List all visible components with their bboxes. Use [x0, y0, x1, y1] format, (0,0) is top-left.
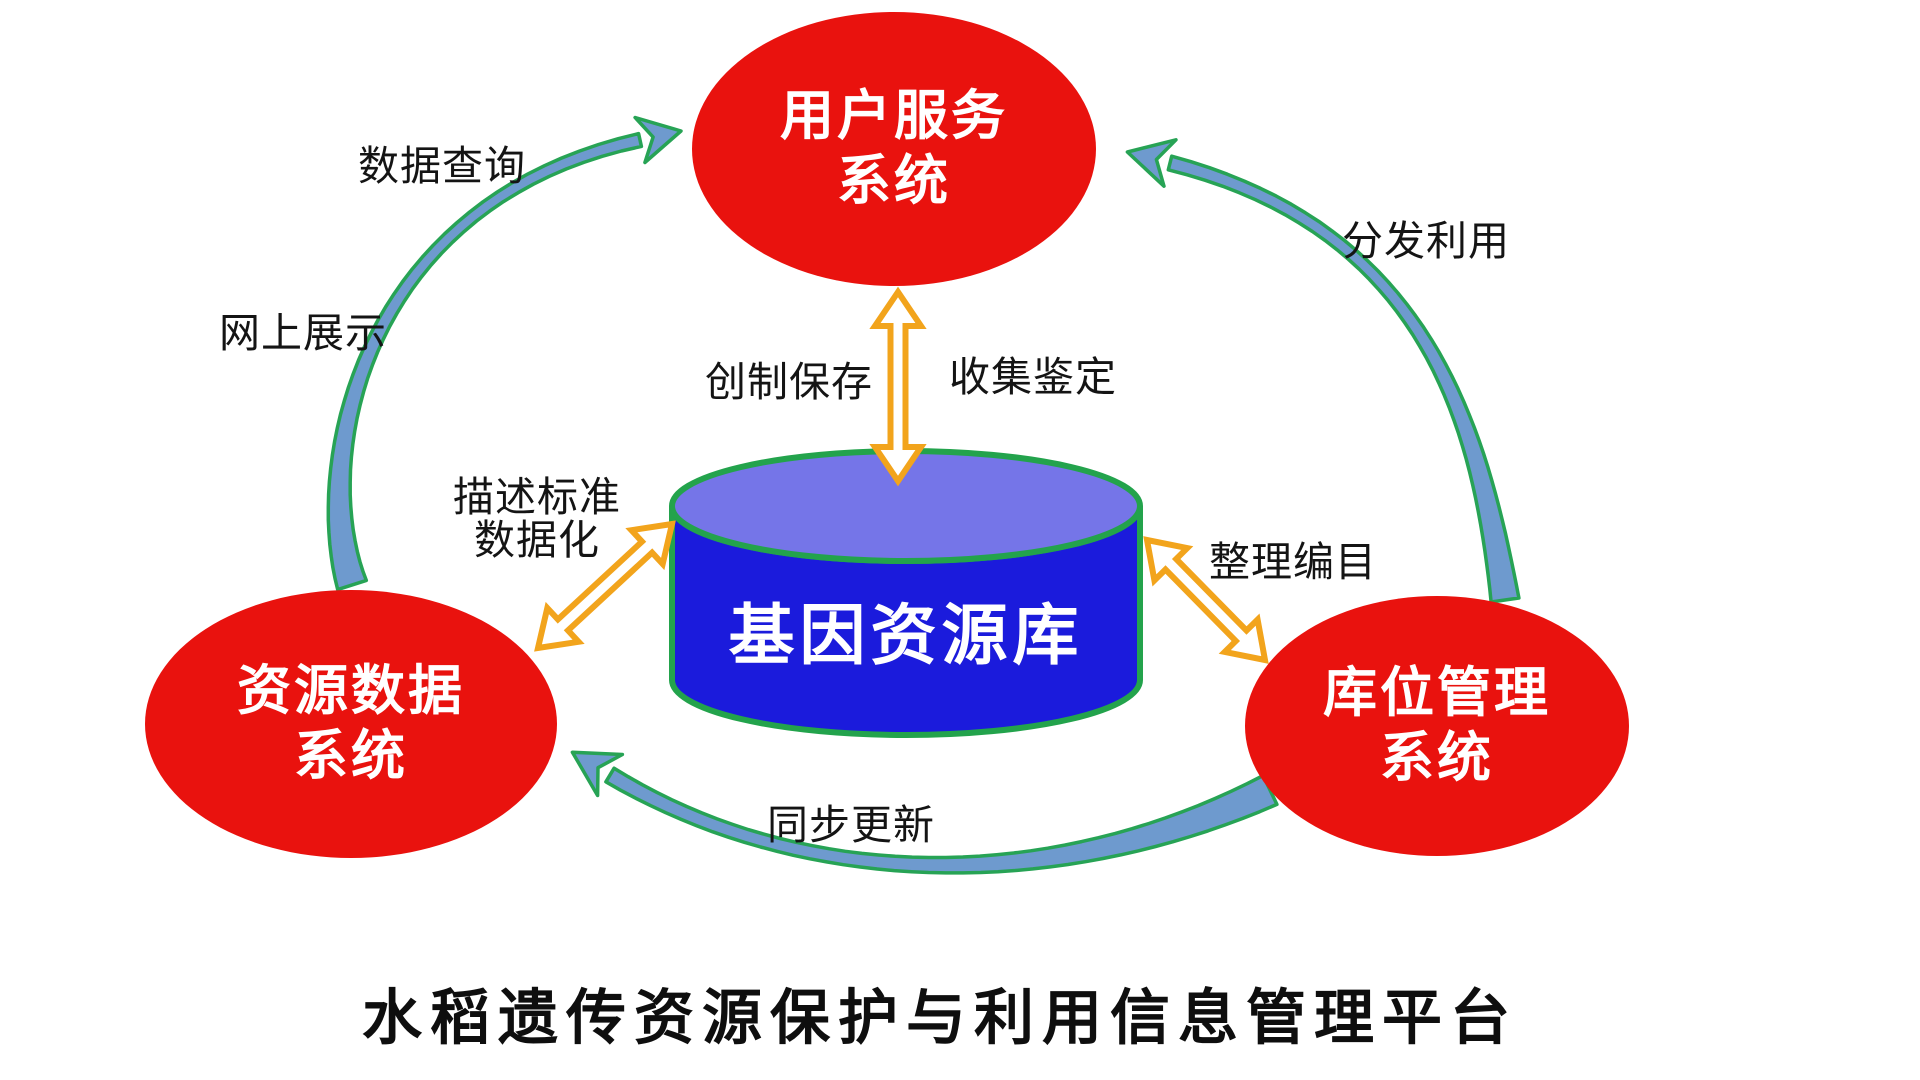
cycle-arrow-bottom [570, 750, 1279, 875]
node-storage-management-system: 库位管理 系统 [1245, 596, 1629, 856]
label-describe-standard-line1: 描述标准 [453, 473, 621, 520]
label-sync-update: 同步更新 [767, 802, 935, 848]
page-title: 水稻遗传资源保护与利用信息管理平台 [362, 984, 1518, 1052]
label-organize-catalog: 整理编目 [1209, 539, 1377, 585]
cycle-arrow-bottom-head [570, 750, 625, 798]
double-arrow-top-shape [869, 286, 927, 487]
cycle-arrow-right [1125, 138, 1521, 604]
node-resource-data-system: 资源数据 系统 [145, 590, 557, 858]
label-describe-standard-line2: 数据化 [474, 517, 600, 563]
cycle-arrow-left-head [633, 115, 683, 165]
node-resource-data-label: 资源数据 系统 [237, 659, 465, 789]
node-user-service-line1: 用户服务 [780, 86, 1008, 147]
double-arrow-right [1143, 536, 1269, 664]
label-create-preserve: 创制保存 [705, 359, 873, 405]
double-arrow-right-shape [1143, 536, 1269, 664]
cycle-arrow-right-head [1125, 138, 1178, 188]
node-storage-management-label: 库位管理 系统 [1323, 661, 1551, 791]
gene-repository-label: 基因资源库 [728, 598, 1084, 672]
label-collect-identify: 收集鉴定 [949, 354, 1117, 400]
node-user-service-line2: 系统 [837, 151, 951, 211]
double-arrow-left [534, 520, 676, 652]
label-data-query: 数据查询 [358, 143, 526, 189]
node-resource-data-line2: 系统 [294, 726, 408, 786]
cycle-arrow-left [326, 115, 683, 592]
node-user-service-label: 用户服务 系统 [780, 84, 1008, 214]
label-distribute-use: 分发利用 [1342, 218, 1510, 264]
node-storage-management-line2: 系统 [1380, 728, 1494, 788]
double-arrow-top [869, 286, 927, 487]
cycle-arrow-right-band [1166, 154, 1521, 604]
double-arrow-left-shape [534, 520, 676, 652]
node-storage-management-line1: 库位管理 [1323, 663, 1551, 724]
node-resource-data-line1: 资源数据 [237, 661, 465, 722]
label-describe-standard: 描述标准 数据化 [453, 473, 621, 563]
node-user-service-system: 用户服务 系统 [692, 12, 1096, 286]
gene-repository-cylinder [669, 448, 1143, 738]
cycle-arrow-left-band [326, 131, 644, 592]
label-online-display: 网上展示 [219, 310, 387, 356]
cycle-arrow-bottom-band [604, 766, 1279, 875]
